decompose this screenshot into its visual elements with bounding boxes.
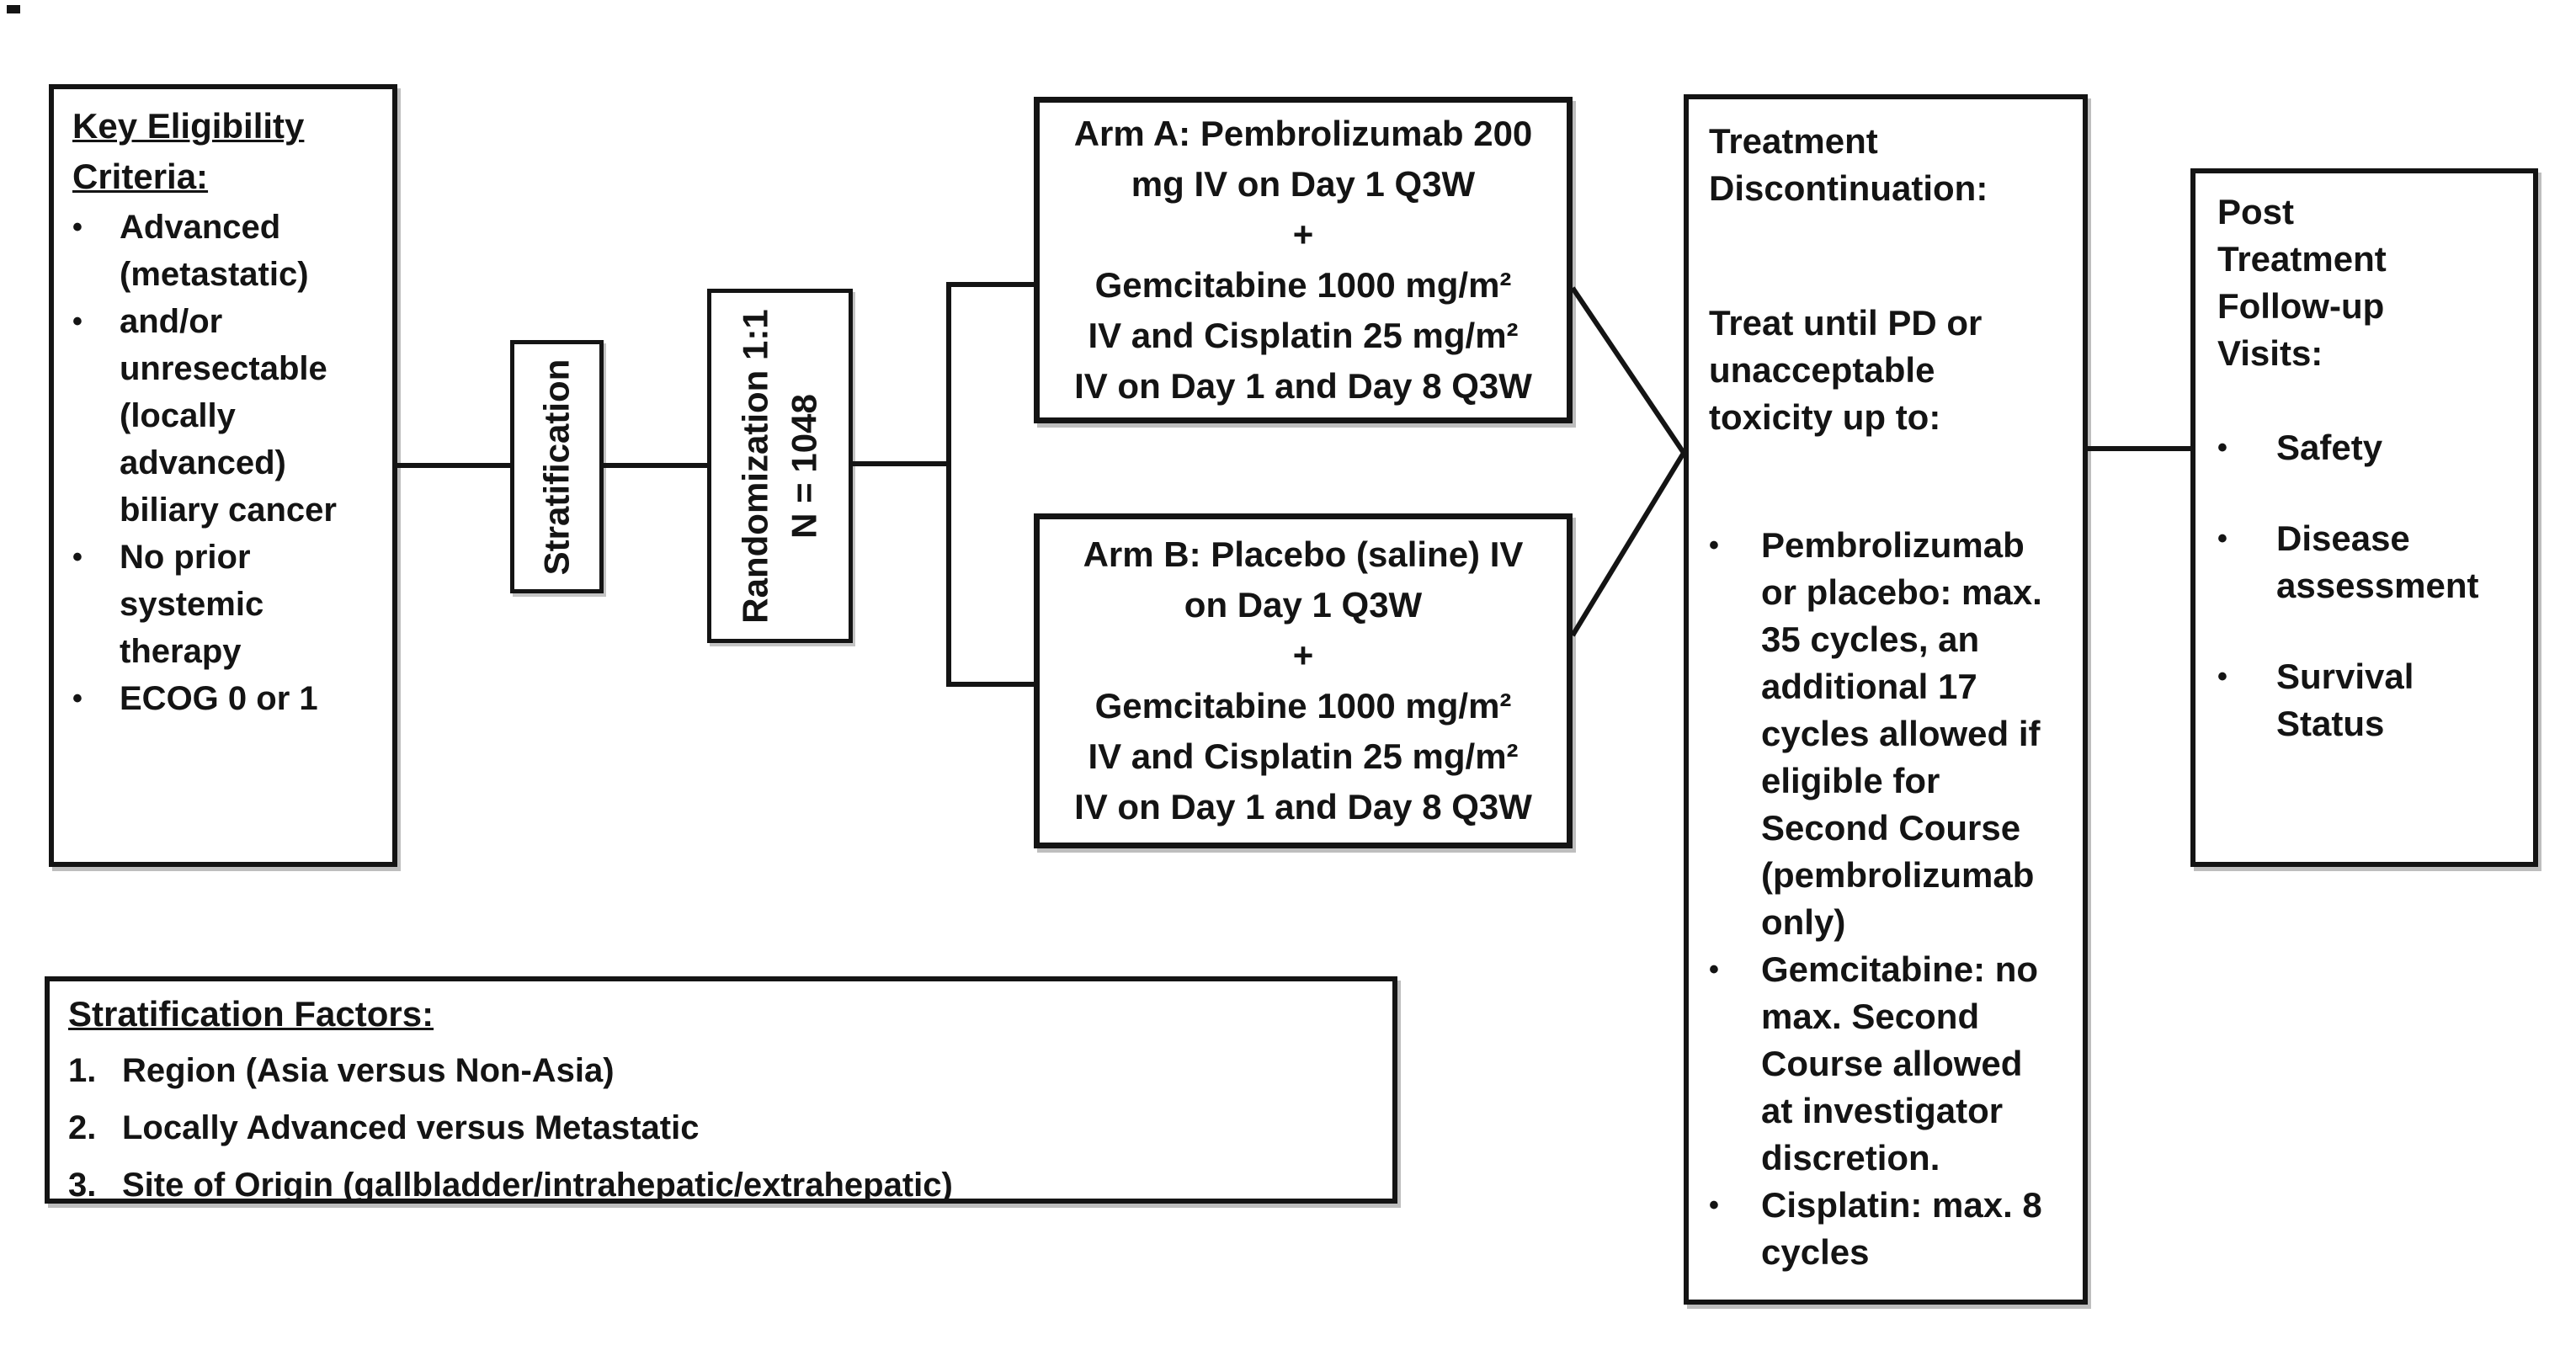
randomization-ratio: Randomization 1:1 — [735, 308, 775, 624]
arm-a-text: Arm A: Pembrolizumab 200 mg IV on Day 1 … — [1073, 114, 1533, 406]
randomization-label: Randomization 1:1 N = 1048 — [732, 309, 829, 623]
discontinuation-bullet-item: • Gemcitabine: no max. Second Course all… — [1709, 946, 2074, 1182]
post-followup-title: Post Treatment Follow-up Visits: — [2217, 192, 2387, 373]
eligibility-bullet-item: • and/or unresectable (locally advanced)… — [72, 298, 381, 534]
arm-b-text: Arm B: Placebo (saline) IV on Day 1 Q3W … — [1074, 534, 1532, 827]
arm-b-box: Arm B: Placebo (saline) IV on Day 1 Q3W … — [1034, 513, 1573, 848]
discontinuation-bullet-text: Gemcitabine: no max. Second Course allow… — [1761, 949, 2039, 1178]
eligibility-bullet-text: and/or unresectable (locally advanced) b… — [120, 303, 337, 529]
factor-text: Site of Origin (gallbladder/intrahepatic… — [122, 1167, 953, 1204]
bullet-dot: • — [2217, 661, 2227, 693]
eligibility-bullet-item: • Advanced (metastatic) — [72, 204, 381, 298]
bullet-dot: • — [2217, 523, 2227, 555]
treatment-discontinuation-box: Treatment Discontinuation: Treat until P… — [1684, 94, 2088, 1305]
followup-bullet-item: • Survival Status — [2217, 653, 2525, 747]
bullet-dot: • — [2217, 432, 2227, 464]
followup-bullet-text: Survival Status — [2276, 657, 2414, 743]
arm-a-to-discontinuation-diagonal — [1570, 286, 1686, 455]
arm-b-to-discontinuation-diagonal — [1570, 451, 1686, 637]
randomization-n: N = 1048 — [784, 393, 824, 539]
treatment-discontinuation-intro: Treat until PD or unacceptable toxicity … — [1709, 303, 1983, 437]
eligibility-title: Key Eligibility Criteria: — [72, 106, 305, 196]
followup-bullet-item: • Safety — [2217, 424, 2525, 471]
stratification-box: Stratification — [510, 340, 604, 593]
bullet-dot: • — [72, 306, 82, 338]
discontinuation-bullet-text: Pembrolizumab or placebo: max. 35 cycles… — [1761, 525, 2042, 942]
stratification-label: Stratification — [536, 359, 577, 575]
discontinuation-bullet-item: • Pembrolizumab or placebo: max. 35 cycl… — [1709, 522, 2074, 946]
eligibility-bullet-item: • ECOG 0 or 1 — [72, 675, 381, 722]
eligibility-bullet-text: Advanced (metastatic) — [120, 209, 309, 293]
eligibility-bullet-text: No prior systemic therapy — [120, 539, 264, 670]
followup-bullet-text: Disease assessment — [2276, 518, 2479, 605]
followup-bullet-item: • Disease assessment — [2217, 515, 2525, 609]
eligibility-bullet-text: ECOG 0 or 1 — [120, 680, 318, 717]
randomization-box: Randomization 1:1 N = 1048 — [707, 289, 853, 643]
discontinuation-bullet-item: • Cisplatin: max. 8 cycles — [1709, 1182, 2074, 1276]
scan-artifact — [7, 5, 20, 13]
factor-number: 1. — [68, 1052, 97, 1089]
followup-bullet-text: Safety — [2276, 428, 2383, 467]
eligibility-box: Key Eligibility Criteria: • Advanced (me… — [49, 84, 397, 867]
factor-text: Region (Asia versus Non-Asia) — [122, 1052, 615, 1089]
bullet-dot: • — [72, 683, 82, 715]
stratification-factor-item: 3. Site of Origin (gallbladder/intrahepa… — [68, 1160, 1379, 1210]
stratification-factors-box: Stratification Factors: 1. Region (Asia … — [45, 976, 1397, 1204]
eligibility-bullet-item: • No prior systemic therapy — [72, 534, 381, 675]
factor-number: 2. — [68, 1109, 97, 1146]
bullet-dot: • — [1709, 954, 1719, 986]
post-followup-box: Post Treatment Follow-up Visits: • Safet… — [2190, 168, 2538, 867]
bullet-dot: • — [1709, 529, 1719, 561]
stratification-factor-item: 1. Region (Asia versus Non-Asia) — [68, 1045, 1379, 1096]
factor-number: 3. — [68, 1167, 97, 1204]
stratification-factor-item: 2. Locally Advanced versus Metastatic — [68, 1103, 1379, 1153]
bullet-dot: • — [1709, 1189, 1719, 1221]
treatment-discontinuation-title: Treatment Discontinuation: — [1709, 121, 1988, 208]
bullet-dot: • — [72, 211, 82, 243]
discontinuation-bullet-text: Cisplatin: max. 8 cycles — [1761, 1185, 2042, 1272]
bullet-dot: • — [72, 541, 82, 573]
stratification-factors-title: Stratification Factors: — [68, 994, 434, 1034]
arm-a-box: Arm A: Pembrolizumab 200 mg IV on Day 1 … — [1034, 97, 1573, 423]
factor-text: Locally Advanced versus Metastatic — [122, 1109, 700, 1146]
